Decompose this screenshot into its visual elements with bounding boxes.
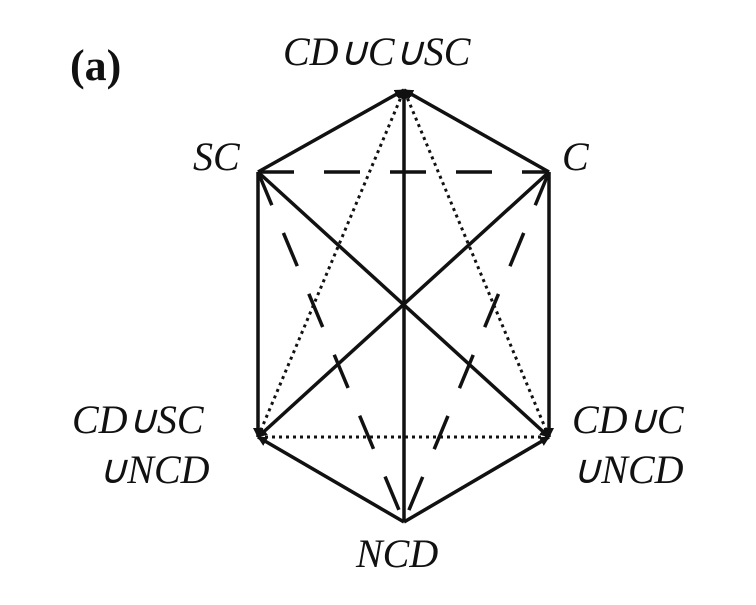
edge-c-to-top bbox=[403, 88, 550, 174]
edge-lb-to-top bbox=[256, 89, 406, 438]
edge-c-to-ncd bbox=[402, 171, 551, 523]
edge-ncd-to-rb bbox=[403, 435, 550, 524]
edge-sc-to-ncd bbox=[256, 171, 406, 523]
panel-label: (a) bbox=[70, 41, 122, 90]
edge-ncd-to-lb bbox=[257, 435, 405, 524]
edge-c-to-lb bbox=[256, 170, 551, 439]
node-label-c: C bbox=[562, 134, 589, 179]
node-label-left-bottom-2: ∪NCD bbox=[98, 447, 210, 492]
edge-sc-to-top bbox=[257, 88, 405, 174]
node-label-sc: SC bbox=[193, 134, 240, 179]
node-label-right-bottom-2: ∪NCD bbox=[572, 447, 684, 492]
edge-rb-to-top bbox=[402, 89, 551, 438]
node-label-ncd: NCD bbox=[356, 531, 439, 576]
node-label-right-bottom-1: CD∪C bbox=[572, 397, 684, 442]
node-label-left-bottom-1: CD∪SC bbox=[72, 397, 204, 442]
node-label-top: CD∪C∪SC bbox=[283, 29, 471, 74]
